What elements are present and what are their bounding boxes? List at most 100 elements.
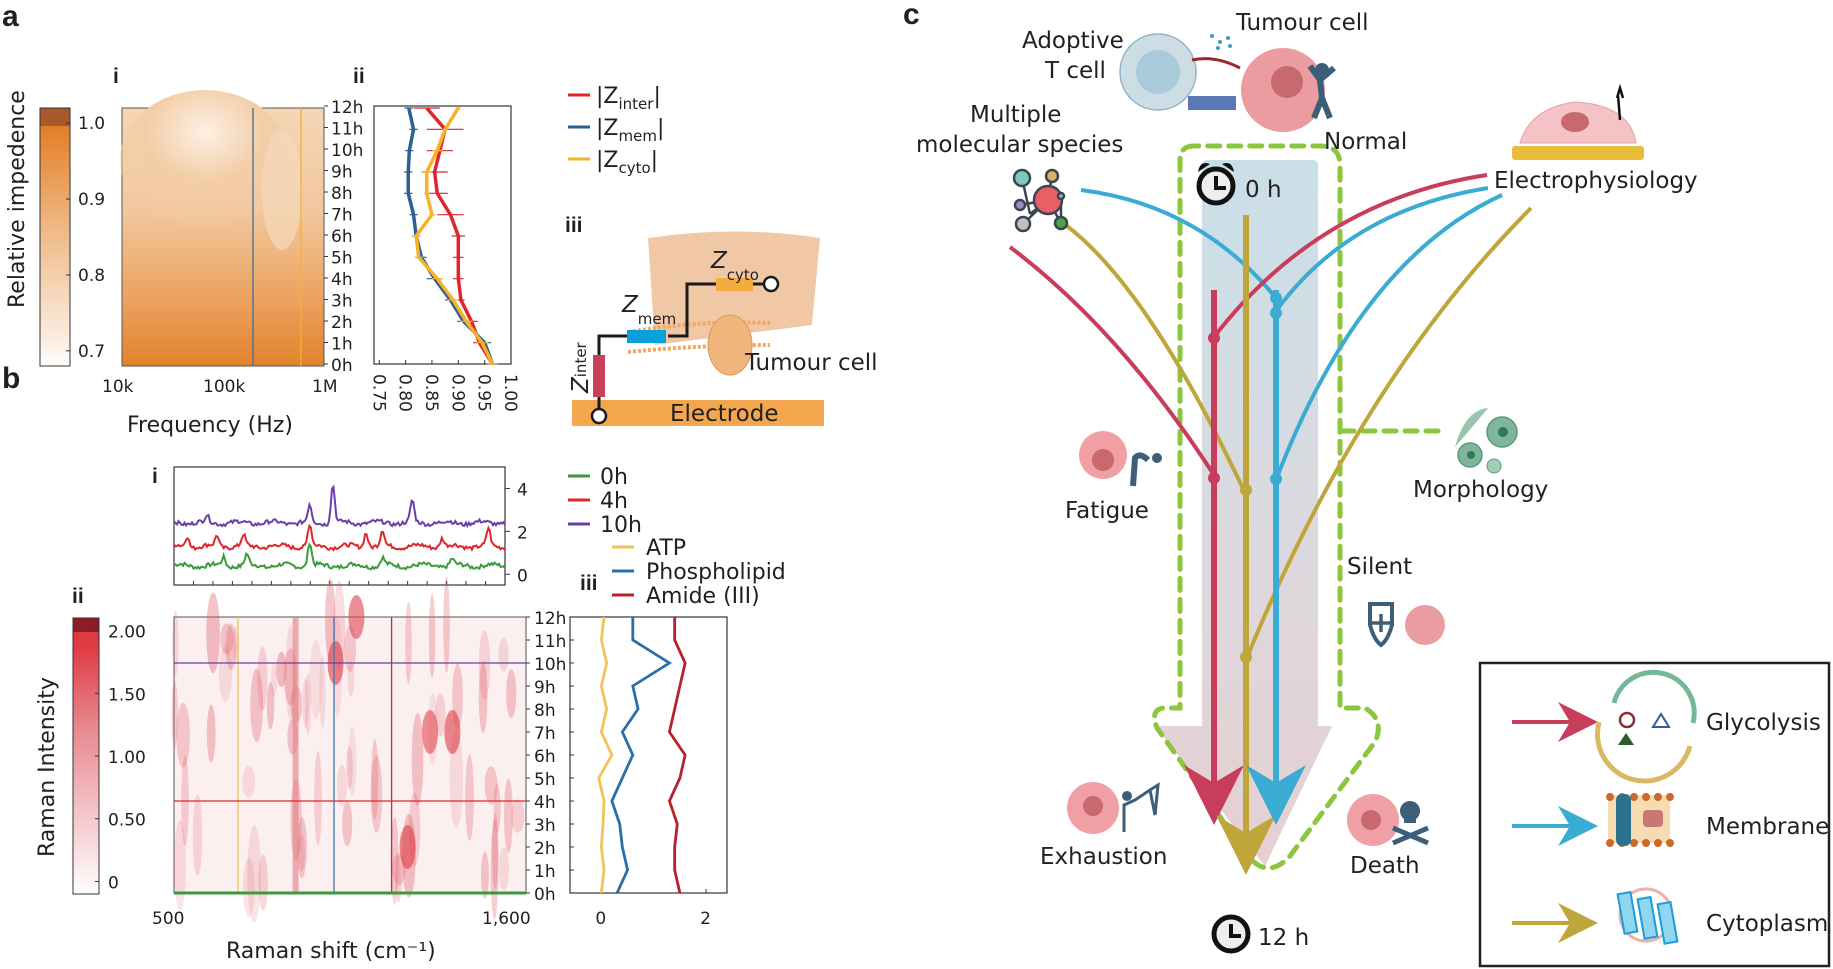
heatmap-blob bbox=[342, 800, 353, 847]
membrane-icon bbox=[1606, 793, 1674, 847]
surrender-flag-icon bbox=[1122, 782, 1160, 832]
legend-label: 4h bbox=[600, 489, 628, 514]
heatmap-blob bbox=[247, 825, 261, 923]
heatmap-blob bbox=[411, 712, 424, 807]
heatmap-blob bbox=[172, 609, 179, 677]
exhaustion-label: Exhaustion bbox=[1040, 844, 1167, 870]
y-tick-label: 3h bbox=[331, 292, 353, 312]
heatmap-blob bbox=[405, 601, 412, 685]
heatmap-blob bbox=[314, 751, 322, 846]
y-tick-label: 0 bbox=[517, 566, 528, 586]
heatmap-blob bbox=[296, 816, 307, 879]
y-tick-label: 2 bbox=[517, 523, 528, 543]
membrane-protein-icon bbox=[707, 314, 753, 376]
legend-label: |Zmem| bbox=[596, 116, 664, 145]
y-tick-label: 1h bbox=[534, 862, 556, 882]
y-tick-label: 4h bbox=[534, 793, 556, 813]
heatmap-hotspot bbox=[399, 825, 416, 869]
series-line-zcyto bbox=[414, 107, 495, 365]
z-mem-resistor bbox=[627, 330, 666, 343]
fatigued-cell-nucleus bbox=[1092, 449, 1114, 471]
tired-person-head bbox=[1152, 453, 1162, 463]
y-tick-label: 4h bbox=[331, 270, 353, 290]
spectrum-10h bbox=[173, 484, 506, 529]
heatmap-blob bbox=[370, 755, 383, 833]
heatmap-blob bbox=[395, 854, 402, 903]
membrane-upper bbox=[627, 320, 771, 334]
y-tick-label: 3h bbox=[534, 816, 556, 836]
alarm-clock-icon-end bbox=[1211, 914, 1251, 954]
legend-label-glycolysis: Glycolysis bbox=[1706, 710, 1821, 736]
electrode-plate-icon bbox=[1512, 146, 1644, 160]
series-line-atp bbox=[597, 616, 614, 894]
heatmap-blob bbox=[371, 739, 379, 820]
heatmap-blob bbox=[490, 820, 499, 920]
z-cyto-resistor bbox=[716, 278, 753, 291]
x-tick-500: 500 bbox=[152, 909, 184, 929]
colorbar-tick-label: 1.0 bbox=[78, 114, 105, 134]
y-tick-label: 10h bbox=[331, 141, 363, 161]
x-tick-label: 10k bbox=[102, 377, 134, 397]
x-tick-label: 100k bbox=[203, 377, 245, 397]
heatmap-blob bbox=[270, 662, 278, 697]
curve-glycolysis-left bbox=[1008, 245, 1216, 477]
heatmap-blob bbox=[506, 669, 517, 719]
z-inter-resistor bbox=[593, 355, 605, 397]
subpanel-label-b-i: i bbox=[152, 465, 158, 488]
tumour-nucleus bbox=[1271, 66, 1303, 98]
heatmap-hotspot bbox=[422, 710, 438, 754]
diagram-c: 0 h 12 h Adoptive T cell Tumour cell Nor… bbox=[916, 10, 1831, 968]
heatmap-blob bbox=[250, 668, 264, 743]
skull-icon bbox=[1392, 801, 1429, 846]
series-line-phospholipid bbox=[610, 617, 673, 894]
alarm-clock-icon-start bbox=[1196, 163, 1236, 206]
molecular-label-line2: molecular species bbox=[916, 132, 1123, 158]
legend-a: |Zinter||Zmem||Zcyto| bbox=[568, 84, 664, 177]
z-cyto-label: Zcyto bbox=[710, 248, 759, 284]
cytoplasm-icon bbox=[1616, 887, 1679, 945]
z-inter-label: Zinter bbox=[568, 341, 594, 394]
heatmap-blob bbox=[428, 593, 436, 678]
heatmap-blob bbox=[347, 661, 355, 697]
subpanel-label-a-ii: ii bbox=[353, 65, 365, 88]
heatmap-blob bbox=[449, 730, 464, 828]
curve-membrane-right-1 bbox=[1274, 186, 1489, 313]
plot-frame-b-i bbox=[173, 466, 506, 586]
node bbox=[1208, 332, 1220, 344]
panel-label-c: c bbox=[903, 0, 920, 31]
y-tick-label: 0h bbox=[331, 356, 353, 376]
heatmap-blob bbox=[276, 651, 287, 688]
series-line-zmem bbox=[406, 107, 495, 365]
cytokine-dots bbox=[1210, 34, 1232, 50]
ion-flow-icon bbox=[1615, 83, 1625, 121]
heatmap-blob bbox=[298, 833, 306, 872]
heatmap-blob bbox=[220, 623, 234, 655]
node bbox=[1240, 484, 1252, 496]
panel-label-b: b bbox=[2, 362, 20, 395]
morphology-label: Morphology bbox=[1413, 477, 1548, 503]
adoptive-label-line2: T cell bbox=[1044, 58, 1106, 84]
heatmap-blob bbox=[257, 646, 268, 711]
x-tick-label: 0.75 bbox=[368, 374, 388, 412]
heatmap-blob bbox=[225, 623, 237, 671]
y-tick-label: 10h bbox=[534, 655, 566, 675]
adoptive-label-line1: Adoptive bbox=[1022, 28, 1124, 54]
y-tick-label: 7h bbox=[331, 206, 353, 226]
y-tick-label: 4 bbox=[517, 480, 528, 500]
normal-label: Normal bbox=[1324, 129, 1407, 155]
y-tick-label: 6h bbox=[331, 227, 353, 247]
heatmap-blob bbox=[206, 704, 216, 763]
y-tick-label: 8h bbox=[331, 184, 353, 204]
tumour-cell-label-c: Tumour cell bbox=[1235, 10, 1369, 36]
y-tick-label: 5h bbox=[534, 770, 556, 790]
receptor-icon bbox=[1188, 96, 1236, 110]
node bbox=[1270, 473, 1282, 485]
node bbox=[1270, 307, 1282, 319]
exhausted-cell-nucleus bbox=[1083, 796, 1103, 816]
heatmap-blob bbox=[174, 819, 186, 911]
x-tick-1600: 1,600 bbox=[482, 909, 531, 929]
subpanel-label-b-iii: iii bbox=[580, 572, 598, 595]
colorbar-tick-label: 0.8 bbox=[78, 266, 105, 286]
